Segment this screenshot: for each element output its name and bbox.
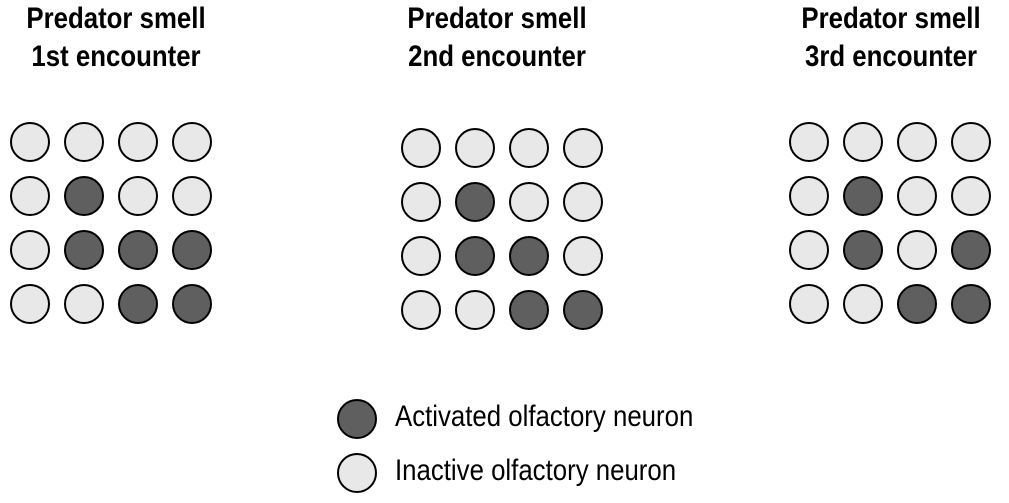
activated-neuron — [509, 236, 549, 276]
inactive-neuron — [789, 122, 829, 162]
panel-encounter-3: Predator smell 3rd encounter — [756, 0, 1009, 76]
inactive-neuron — [10, 230, 50, 270]
inactive-neuron — [10, 176, 50, 216]
legend-label-inactive: Inactive olfactory neuron — [395, 454, 677, 487]
inactive-neuron — [951, 122, 991, 162]
inactive-neuron — [401, 128, 441, 168]
inactive-neuron — [843, 284, 883, 324]
inactive-neuron — [509, 128, 549, 168]
legend-label-activated: Activated olfactory neuron — [395, 400, 694, 433]
inactive-neuron — [897, 176, 937, 216]
inactive-neuron — [509, 182, 549, 222]
panel-title-line2: 3rd encounter — [804, 40, 978, 73]
inactive-neuron — [789, 284, 829, 324]
neuron-grid-encounter-2 — [401, 128, 603, 330]
inactive-neuron — [789, 176, 829, 216]
inactive-neuron — [789, 230, 829, 270]
activated-neuron-swatch — [337, 399, 377, 439]
activated-neuron — [172, 230, 212, 270]
legend-item-activated: Activated olfactory neuron — [337, 395, 797, 449]
activated-neuron — [455, 182, 495, 222]
inactive-neuron — [64, 122, 104, 162]
panel-title-line1: Predator smell — [801, 2, 981, 35]
legend-item-inactive: Inactive olfactory neuron — [337, 449, 797, 503]
activated-neuron — [951, 284, 991, 324]
activated-neuron — [64, 230, 104, 270]
panel-title-line2: 1st encounter — [31, 40, 201, 73]
panel-title-line1: Predator smell — [26, 2, 206, 35]
inactive-neuron — [64, 284, 104, 324]
inactive-neuron — [118, 122, 158, 162]
panel-title: Predator smell 1st encounter — [0, 0, 232, 76]
inactive-neuron — [563, 182, 603, 222]
activated-neuron — [897, 284, 937, 324]
panel-encounter-1: Predator smell 1st encounter — [0, 0, 251, 76]
inactive-neuron — [401, 290, 441, 330]
panel-encounter-2: Predator smell 2nd encounter — [362, 0, 632, 76]
inactive-neuron — [563, 128, 603, 168]
activated-neuron — [843, 176, 883, 216]
panel-title-line1: Predator smell — [407, 2, 587, 35]
activated-neuron — [563, 290, 603, 330]
inactive-neuron-swatch — [337, 453, 377, 493]
activated-neuron — [509, 290, 549, 330]
inactive-neuron — [401, 236, 441, 276]
inactive-neuron — [10, 122, 50, 162]
inactive-neuron — [897, 122, 937, 162]
inactive-neuron — [172, 122, 212, 162]
inactive-neuron — [455, 128, 495, 168]
panel-title: Predator smell 3rd encounter — [775, 0, 1007, 76]
panel-title-line2: 2nd encounter — [408, 40, 586, 73]
neuron-grid-encounter-3 — [789, 122, 991, 324]
activated-neuron — [455, 236, 495, 276]
inactive-neuron — [401, 182, 441, 222]
panel-title: Predator smell 2nd encounter — [381, 0, 613, 76]
inactive-neuron — [563, 236, 603, 276]
inactive-neuron — [118, 176, 158, 216]
legend: Activated olfactory neuron Inactive olfa… — [337, 395, 797, 503]
inactive-neuron — [10, 284, 50, 324]
activated-neuron — [843, 230, 883, 270]
activated-neuron — [64, 176, 104, 216]
neuron-grid-encounter-1 — [10, 122, 212, 324]
activated-neuron — [118, 230, 158, 270]
activated-neuron — [118, 284, 158, 324]
inactive-neuron — [172, 176, 212, 216]
inactive-neuron — [951, 176, 991, 216]
inactive-neuron — [455, 290, 495, 330]
activated-neuron — [951, 230, 991, 270]
inactive-neuron — [843, 122, 883, 162]
inactive-neuron — [897, 230, 937, 270]
activated-neuron — [172, 284, 212, 324]
